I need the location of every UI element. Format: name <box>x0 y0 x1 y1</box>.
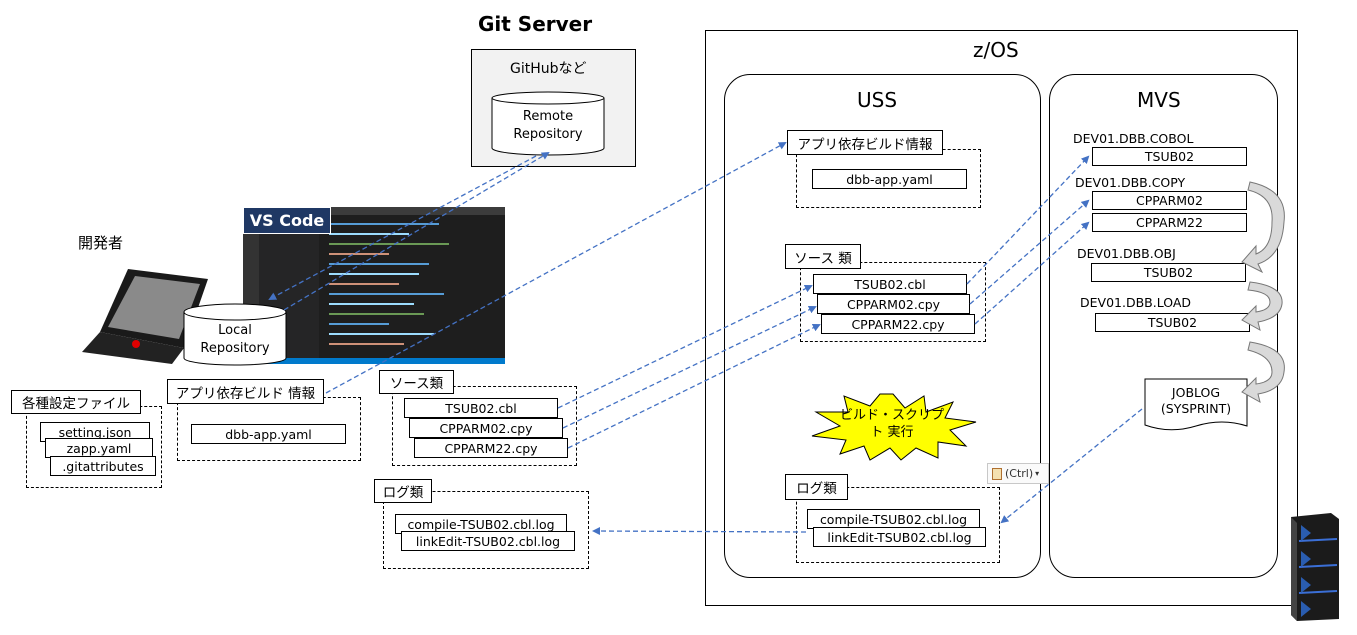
local-sources-title: ソース類 <box>379 370 454 394</box>
uss-app-info-file: dbb-app.yaml <box>812 169 967 189</box>
local-source-file-1: TSUB02.cbl <box>404 398 558 418</box>
local-logs-title: ログ類 <box>374 479 432 503</box>
local-log-file-2: linkEdit-TSUB02.cbl.log <box>401 531 575 551</box>
uss-app-info-title: アプリ依存ビルド情報 <box>787 130 943 155</box>
clipboard-icon <box>992 467 1002 480</box>
mvs-load-member: TSUB02 <box>1095 313 1250 332</box>
local-source-file-3: CPPARM22.cpy <box>414 438 568 458</box>
linkedit-curve-arrow <box>1241 281 1283 331</box>
run-curve-arrow <box>1241 341 1285 403</box>
mvs-cobol-member: TSUB02 <box>1092 147 1247 166</box>
uss-log-file-2: linkEdit-TSUB02.cbl.log <box>813 527 986 547</box>
local-settings-file-1: setting.json <box>40 422 150 442</box>
mvs-dataset-obj: DEV01.DBB.OBJ <box>1077 246 1176 261</box>
uss-log-file-1: compile-TSUB02.cbl.log <box>807 509 980 529</box>
joblog-document-icon <box>1144 378 1248 431</box>
local-app-info-title: アプリ依存ビルド 情報 <box>167 379 324 404</box>
uss-title: USS <box>857 88 898 112</box>
uss-sources-title: ソース 類 <box>785 244 861 269</box>
build-script-star-icon <box>811 393 977 461</box>
build-script-label: ビルド・スクリプト 実行 <box>839 408 944 440</box>
mainframe-server-icon <box>1291 513 1339 621</box>
uss-source-file-3: CPPARM22.cpy <box>821 314 975 334</box>
mvs-dataset-cobol: DEV01.DBB.COBOL <box>1073 131 1194 146</box>
mvs-flow-curves <box>1241 181 1285 403</box>
uss-source-file-2: CPPARM02.cpy <box>817 294 970 314</box>
paste-options-label: (Ctrl) <box>1005 467 1034 480</box>
uss-source-file-1: TSUB02.cbl <box>813 274 967 294</box>
uss-logs-title: ログ類 <box>785 474 848 500</box>
mvs-dataset-copy: DEV01.DBB.COPY <box>1075 175 1186 190</box>
compile-curve-arrow <box>1241 181 1285 274</box>
mvs-obj-member: TSUB02 <box>1091 263 1246 282</box>
developer-label: 開発者 <box>78 234 124 252</box>
local-repository-label: Local Repository <box>200 323 270 356</box>
remote-repository-label: Remote Repository <box>513 109 583 142</box>
mvs-dataset-load: DEV01.DBB.LOAD <box>1080 295 1192 310</box>
uss-logs-group <box>796 487 1000 563</box>
mvs-copy-member-2: CPPARM22 <box>1092 213 1247 232</box>
joblog-label: JOBLOG (SYSPRINT) <box>1160 385 1232 416</box>
zos-title: z/OS <box>973 38 1019 62</box>
local-source-file-2: CPPARM02.cpy <box>409 418 563 438</box>
local-settings-file-3: .gitattributes <box>50 456 156 476</box>
local-settings-title: 各種設定ファイル <box>11 390 141 414</box>
chevron-down-icon: ▾ <box>1035 469 1040 478</box>
mvs-copy-member-1: CPPARM02 <box>1092 191 1247 210</box>
github-label: GitHubなど <box>510 61 587 77</box>
mvs-title: MVS <box>1137 88 1181 112</box>
laptop-icon <box>82 269 208 364</box>
local-settings-file-2: zapp.yaml <box>45 438 153 458</box>
local-repository-cylinder <box>183 303 287 366</box>
local-app-info-file: dbb-app.yaml <box>191 424 346 444</box>
git-server-title: Git Server <box>478 12 593 36</box>
vscode-label: VS Code <box>243 207 331 234</box>
local-logs-group <box>383 491 589 569</box>
paste-options-button[interactable]: (Ctrl) ▾ <box>987 463 1049 484</box>
